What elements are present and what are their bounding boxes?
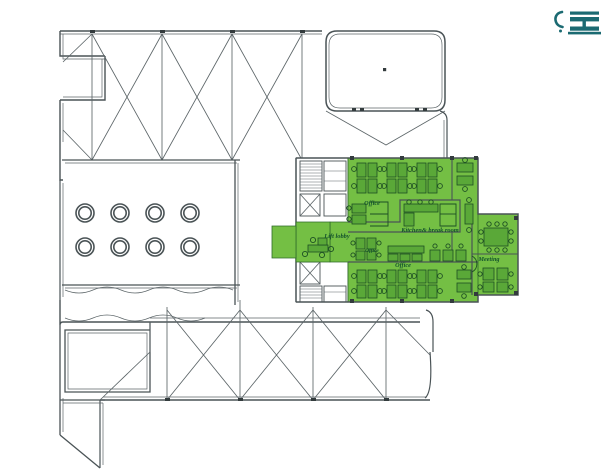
structural-bay-top: [62, 30, 305, 164]
stair-treads-top: [300, 163, 322, 189]
room-labels: Office Kitchen& break room Lift lobby Of…: [323, 200, 499, 269]
label-kitchen-break-room: Kitchen& break room: [400, 227, 459, 234]
logo-monitor-icon: [568, 11, 601, 35]
rounded-room-top-right: [325, 30, 448, 160]
label-office-mid: Office: [365, 248, 379, 254]
label-lift-lobby: Lift lobby: [323, 233, 350, 240]
label-office-south: Office: [395, 262, 411, 269]
collaboration-furniture: [350, 237, 467, 262]
column-grid: [75, 203, 200, 257]
workstation-cluster-north: [351, 157, 474, 194]
meeting-room-furniture: [471, 221, 514, 293]
brand-logo[interactable]: [551, 5, 607, 39]
central-band: [62, 160, 240, 322]
kitchen-furniture: [346, 197, 474, 233]
column-ring: [75, 203, 200, 257]
structural-bay-bottom: [99, 300, 434, 401]
lift-lobby-furniture: [301, 236, 335, 259]
building-outline: [59, 30, 322, 469]
label-office-north: Office: [364, 200, 380, 207]
logo-arabic-glyph: [554, 10, 564, 33]
workstation-cluster-south: [351, 264, 472, 299]
label-meeting: Meeting: [478, 256, 500, 263]
